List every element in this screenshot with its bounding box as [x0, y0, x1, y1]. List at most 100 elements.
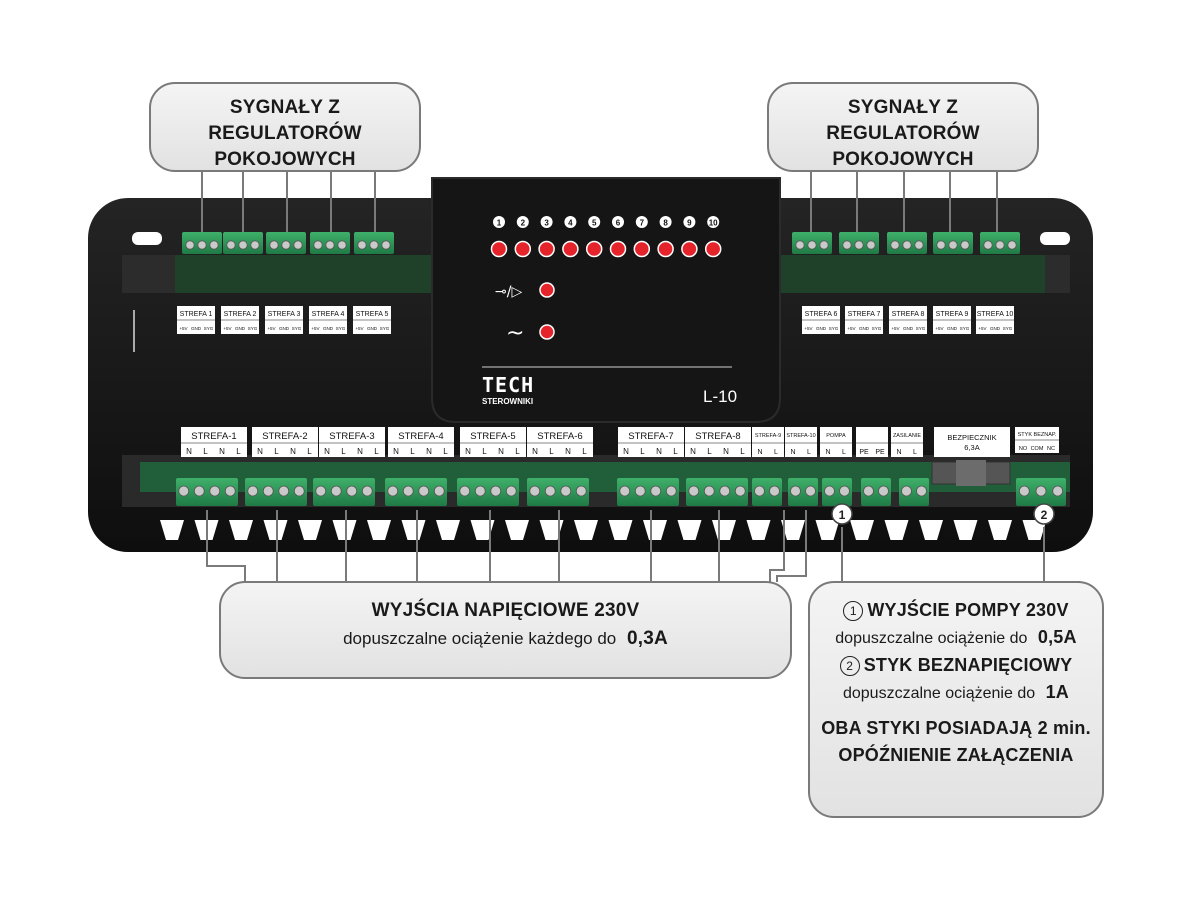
terminal-screw	[866, 240, 876, 250]
terminal-screw	[619, 485, 631, 497]
small-output-pin: N	[790, 449, 795, 456]
cable-clamp-tooth	[470, 520, 495, 540]
cable-clamp-tooth	[298, 520, 322, 540]
output-pin-label: L	[274, 447, 279, 456]
output-terminal-block	[861, 478, 891, 506]
terminal-screw	[769, 485, 780, 497]
input-pin-label: +5V	[935, 326, 943, 331]
output-zone-label	[252, 427, 318, 457]
terminal-screw	[983, 240, 993, 250]
output-pin-label: N	[324, 447, 330, 456]
small-output-name: STREFA-9	[755, 433, 781, 439]
terminal-screw	[805, 485, 816, 497]
input-pin-label: GND	[323, 326, 334, 331]
zone-led	[538, 240, 555, 258]
terminal-screw	[262, 485, 274, 497]
connector-lines	[201, 170, 1080, 583]
terminal-screw	[703, 485, 715, 497]
terminal-screw	[914, 240, 924, 250]
led-number: 8	[663, 219, 668, 228]
terminal-screw	[529, 485, 541, 497]
led-number: 3	[544, 219, 549, 228]
terminal-screw	[197, 240, 207, 250]
output-terminal-block	[788, 478, 818, 506]
pump-load-line: dopuszczalne ociążenie do 0,5A	[810, 624, 1102, 652]
terminal-screw	[795, 240, 805, 250]
output-zone-label	[527, 427, 593, 457]
model-label: L-10	[703, 387, 737, 406]
cable-clamp-tooth	[160, 520, 184, 540]
output-terminal-block	[176, 478, 238, 506]
zone-led	[681, 240, 698, 258]
output-pin-label: N	[186, 447, 192, 456]
cable-clamp-tooth	[746, 520, 771, 540]
terminal-screw	[281, 240, 291, 250]
output-pin-label: N	[656, 447, 662, 456]
input-pin-label: GND	[859, 326, 870, 331]
callout-right-line1: SYGNAŁY Z REGULATORÓW	[826, 97, 980, 144]
input-pin-label: +5V	[179, 326, 187, 331]
led-number-badge	[588, 216, 601, 228]
terminal-screw	[193, 485, 205, 497]
output-pin-label: L	[640, 447, 645, 456]
led-number: 1	[497, 219, 502, 228]
output-terminal-block	[686, 478, 748, 506]
power-led	[539, 324, 555, 340]
output-terminal-block	[752, 478, 782, 506]
output-zone-label	[388, 427, 454, 457]
output-zone-name: STREFA-7	[628, 431, 673, 442]
input-pin-label: GND	[947, 326, 958, 331]
input-pin-label: +5V	[223, 326, 231, 331]
output-pin-label: N	[357, 447, 363, 456]
outputs-title: WYJŚCIA NAPIĘCIOWE 230V	[371, 600, 640, 621]
output-pin-label: N	[257, 447, 263, 456]
input-pin-label: GND	[816, 326, 827, 331]
terminal-screw	[250, 240, 260, 250]
output-zone-label	[618, 427, 684, 457]
terminal-screw	[901, 485, 912, 497]
terminal-screw	[560, 485, 572, 497]
outputs-load-text: dopuszczalne ociążenie każdego do 0,3A	[221, 625, 790, 653]
mount-slot-left	[132, 232, 162, 245]
terminal-screw	[1007, 240, 1017, 250]
led-number: 2	[521, 219, 526, 228]
small-output-pin: L	[774, 449, 778, 456]
output-pin-label: N	[426, 447, 432, 456]
output-zone-name: STREFA-6	[537, 431, 582, 442]
fuse-label-line1: BEZPIECZNIK	[947, 433, 996, 442]
contact-pin-label: NC	[1047, 446, 1055, 452]
pump-marker-number: 1	[839, 508, 846, 522]
terminal-screw	[313, 240, 323, 250]
output-pin-label: L	[515, 447, 520, 456]
top-pcb-right	[775, 255, 1045, 293]
terminal-screw	[293, 485, 305, 497]
cable-clamp-tooth	[815, 520, 840, 540]
terminal-screw	[474, 485, 486, 497]
terminal-screw	[995, 240, 1005, 250]
contact-load-desc: dopuszczalne ociążenie do	[842, 685, 1036, 702]
terminal-screw	[278, 485, 290, 497]
terminal-screw	[960, 240, 970, 250]
cable-clamp-tooth	[884, 520, 909, 540]
mount-slot-right	[1040, 232, 1070, 245]
input-pin-label: +5V	[847, 326, 855, 331]
contact-marker-circle	[1033, 503, 1055, 525]
small-output-pin: PE	[859, 449, 869, 456]
terminal-screw	[209, 485, 221, 497]
cable-clamp-tooth	[263, 520, 288, 540]
output-pin-label: L	[443, 447, 448, 456]
zone-led	[562, 240, 579, 258]
zone-led	[609, 240, 627, 258]
callout-voltage-outputs: WYJŚCIA NAPIĘCIOWE 230V dopuszczalne oci…	[219, 581, 792, 679]
contact-marker-number: 2	[1041, 508, 1048, 522]
terminal-screw	[948, 240, 958, 250]
led-number: 5	[592, 219, 597, 228]
output-pin-label: L	[740, 447, 745, 456]
small-output-name: STREFA-10	[786, 433, 815, 439]
output-pin-label: N	[623, 447, 629, 456]
callout-room-signals-right: SYGNAŁY Z REGULATORÓW POKOJOWYCH	[767, 82, 1039, 172]
terminal-screw	[238, 240, 248, 250]
brand-subtitle: STEROWNIKI	[482, 397, 533, 406]
